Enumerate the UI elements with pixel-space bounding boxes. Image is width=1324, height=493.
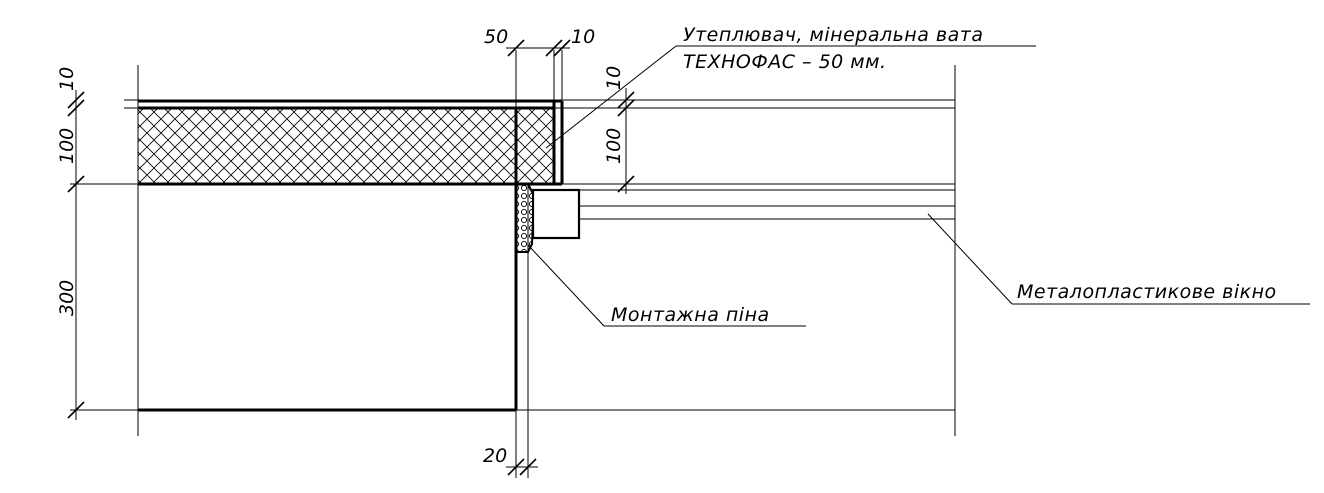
dim-bottom-20: 20 bbox=[483, 445, 507, 467]
dim-top-left-10: 10 bbox=[56, 67, 78, 91]
dimension-lines bbox=[75, 47, 627, 468]
dimension-ticks bbox=[67, 39, 635, 476]
dim-left-300: 300 bbox=[56, 280, 78, 316]
label-insulation-line2: ТЕХНОФАС – 50 мм. bbox=[683, 51, 887, 73]
mounting-foam-fill bbox=[515, 183, 536, 253]
dim-left-100: 100 bbox=[56, 128, 78, 164]
insulation-layer bbox=[138, 108, 554, 184]
dim-right-10: 10 bbox=[603, 66, 625, 90]
label-insulation-line1: Утеплювач, мінеральна вата bbox=[683, 24, 983, 46]
dim-top-10: 10 bbox=[571, 26, 595, 48]
leader-lines bbox=[527, 45, 1310, 327]
dim-right-100: 100 bbox=[603, 128, 625, 164]
dim-top-50: 50 bbox=[484, 26, 508, 48]
wall-outline bbox=[138, 99, 564, 412]
label-mounting-foam: Монтажна піна bbox=[611, 304, 770, 326]
window-frame bbox=[531, 188, 581, 240]
label-window: Металопластикове вікно bbox=[1017, 281, 1277, 303]
